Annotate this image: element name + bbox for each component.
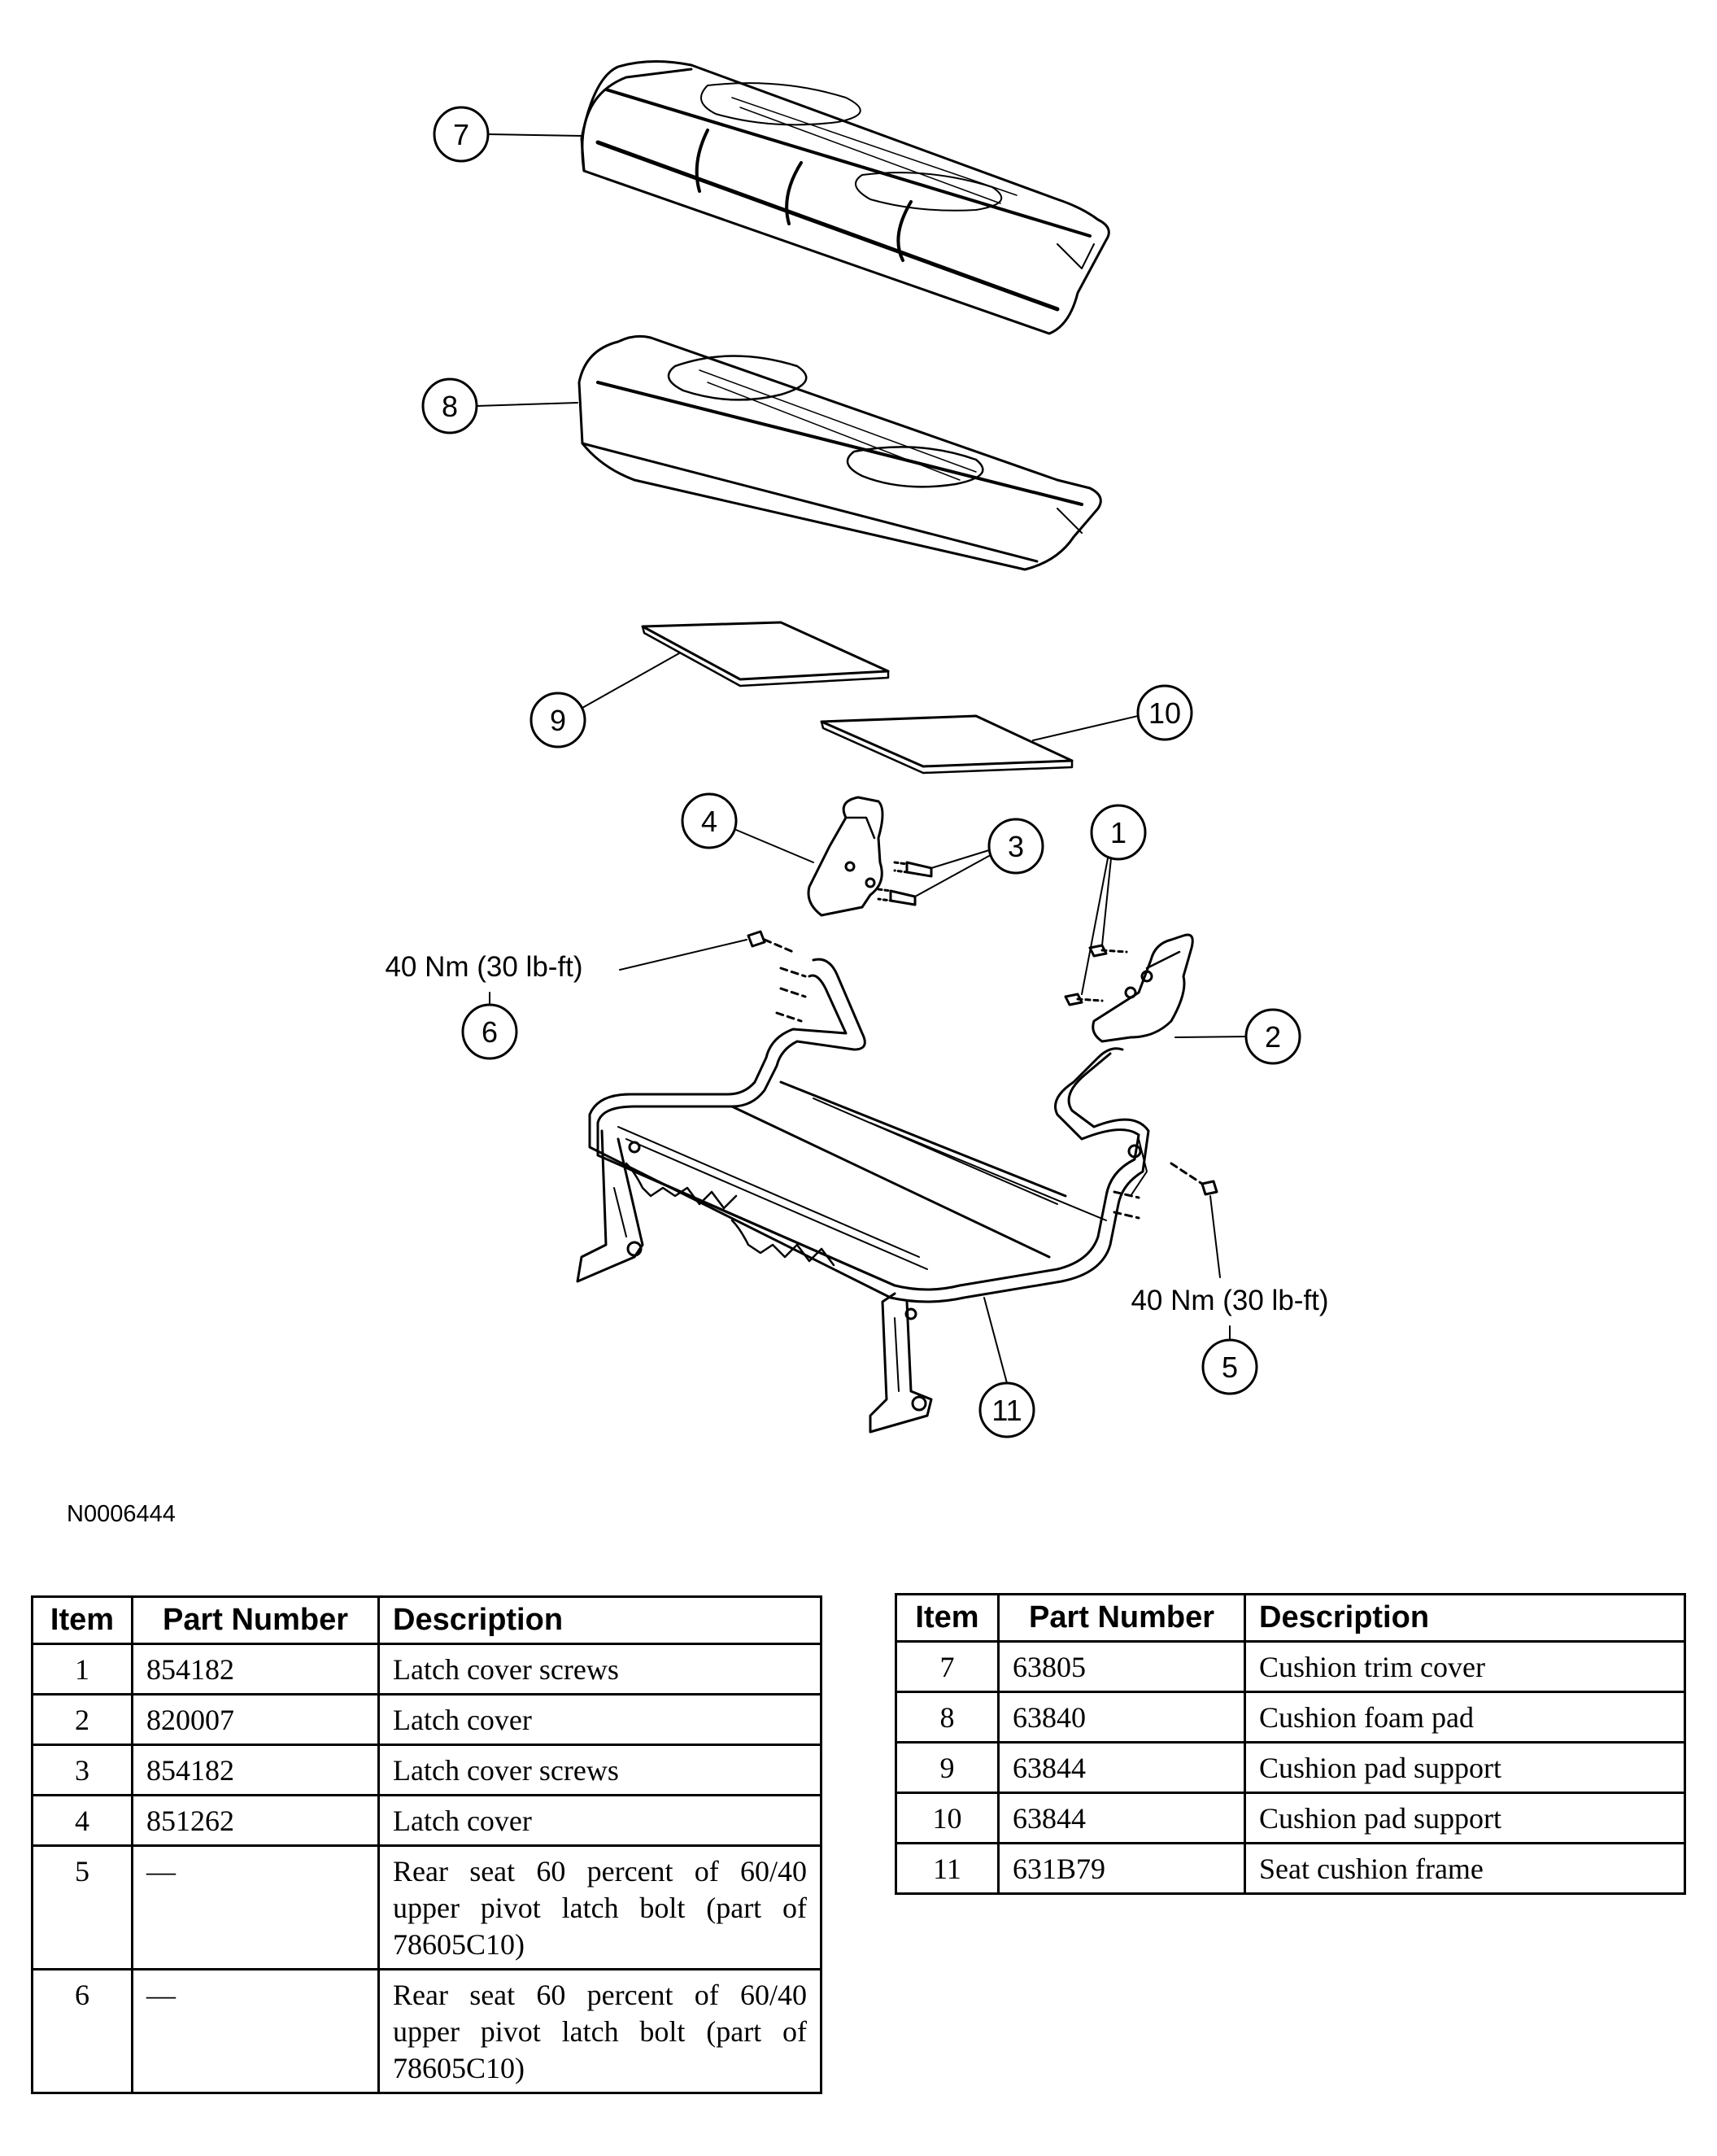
- table-row: 10 63844 Cushion pad support: [895, 1792, 1686, 1844]
- cell-item: 7: [895, 1640, 1000, 1693]
- callout-11: [978, 1297, 1035, 1438]
- exploded-view-diagram: 7 8 9 10 4 3 1 2 6 5 11 40 Nm (30 lb-ft)…: [385, 60, 1329, 1438]
- callout-4: [681, 792, 814, 863]
- seat-cushion-frame-drawing: [576, 958, 1150, 1434]
- cushion-pad-support-left-drawing: [641, 621, 890, 687]
- table-row: 7 63805 Cushion trim cover: [895, 1640, 1686, 1693]
- figure-id: N0006444: [67, 1501, 176, 1527]
- cell-item: 6: [31, 1968, 133, 2094]
- cell-item: 9: [895, 1741, 1000, 1794]
- callout-10-label: 10: [1148, 696, 1181, 730]
- callout-3-label: 3: [1008, 830, 1024, 863]
- callout-7: [433, 106, 582, 163]
- callout-6: [461, 939, 747, 1060]
- cell-item: 1: [31, 1643, 133, 1696]
- cell-item: 4: [31, 1794, 133, 1847]
- latch-cover-screws-right-drawing: [1064, 944, 1128, 1006]
- callout-7-label: 7: [453, 118, 469, 151]
- cell-item: 10: [895, 1792, 1000, 1844]
- cell-part-number: 854182: [131, 1744, 380, 1796]
- cell-item: 8: [895, 1691, 1000, 1744]
- torque-spec-right: 40 Nm (30 lb-ft): [1131, 1285, 1328, 1316]
- column-header-item: Item: [31, 1595, 133, 1645]
- cell-description: Latch cover screws: [377, 1643, 822, 1696]
- callout-2-label: 2: [1265, 1020, 1281, 1054]
- callout-6-label: 6: [482, 1015, 498, 1049]
- cell-part-number: 63840: [997, 1691, 1246, 1744]
- table-row: 8 63840 Cushion foam pad: [895, 1691, 1686, 1744]
- callout-8-label: 8: [442, 390, 458, 423]
- callout-8: [421, 378, 578, 434]
- cushion-foam-pad-drawing: [577, 334, 1102, 571]
- cell-description: Rear seat 60 percent of 60/40 upper pivo…: [377, 1968, 822, 2094]
- callout-2: [1174, 1008, 1301, 1065]
- cell-item: 11: [895, 1842, 1000, 1895]
- table-row: 4 851262 Latch cover: [31, 1794, 822, 1847]
- callout-3: [914, 818, 1044, 897]
- parts-table-left: Item Part Number Description 1 854182 La…: [31, 1595, 822, 2094]
- table-row: 1 854182 Latch cover screws: [31, 1643, 822, 1696]
- torque-spec-left: 40 Nm (30 lb-ft): [385, 951, 582, 983]
- cell-part-number: 820007: [131, 1693, 380, 1746]
- table-header-row: Item Part Number Description: [895, 1593, 1686, 1643]
- cell-description: Seat cushion frame: [1244, 1842, 1686, 1895]
- cell-part-number: 63844: [997, 1741, 1246, 1794]
- pivot-latch-bolt-left-drawing: [747, 930, 807, 1023]
- cell-description: Cushion trim cover: [1244, 1640, 1686, 1693]
- cell-description: Rear seat 60 percent of 60/40 upper pivo…: [377, 1844, 822, 1971]
- cell-item: 5: [31, 1844, 133, 1971]
- cell-part-number: 631B79: [997, 1842, 1246, 1895]
- callout-4-label: 4: [701, 805, 717, 838]
- cell-part-number: —: [131, 1844, 380, 1971]
- table-row: 5 — Rear seat 60 percent of 60/40 upper …: [31, 1844, 822, 1971]
- latch-cover-right-drawing: [1092, 933, 1194, 1043]
- column-header-part-number: Part Number: [131, 1595, 380, 1645]
- cell-description: Latch cover screws: [377, 1744, 822, 1796]
- column-header-part-number: Part Number: [997, 1593, 1246, 1643]
- table-row: 3 854182 Latch cover screws: [31, 1744, 822, 1796]
- cell-description: Cushion pad support: [1244, 1792, 1686, 1844]
- cell-part-number: —: [131, 1968, 380, 2094]
- parts-table-right: Item Part Number Description 7 63805 Cus…: [895, 1593, 1686, 1895]
- cell-description: Cushion pad support: [1244, 1741, 1686, 1794]
- callout-5: [1201, 1195, 1258, 1395]
- latch-cover-left-drawing: [807, 796, 884, 917]
- table-row: 11 631B79 Seat cushion frame: [895, 1842, 1686, 1895]
- column-header-description: Description: [377, 1595, 822, 1645]
- pivot-latch-bolt-right-drawing: [1113, 1162, 1218, 1220]
- cell-description: Latch cover: [377, 1794, 822, 1847]
- cell-item: 3: [31, 1744, 133, 1796]
- cell-part-number: 854182: [131, 1643, 380, 1696]
- callout-11-label: 11: [991, 1394, 1022, 1427]
- column-header-description: Description: [1244, 1593, 1686, 1643]
- callout-5-label: 5: [1222, 1351, 1238, 1384]
- cushion-pad-support-right-drawing: [820, 714, 1074, 775]
- column-header-item: Item: [895, 1593, 1000, 1643]
- callout-9-label: 9: [550, 704, 566, 737]
- cell-part-number: 851262: [131, 1794, 380, 1847]
- cell-description: Cushion foam pad: [1244, 1691, 1686, 1744]
- table-row: 2 820007 Latch cover: [31, 1693, 822, 1746]
- table-row: 9 63844 Cushion pad support: [895, 1741, 1686, 1794]
- latch-cover-screws-left-drawing: [877, 861, 933, 906]
- cushion-trim-cover-drawing: [580, 60, 1110, 335]
- table-row: 6 — Rear seat 60 percent of 60/40 upper …: [31, 1968, 822, 2094]
- cell-part-number: 63844: [997, 1792, 1246, 1844]
- cell-part-number: 63805: [997, 1640, 1246, 1693]
- callout-10: [1032, 684, 1193, 741]
- table-header-row: Item Part Number Description: [31, 1595, 822, 1645]
- cell-description: Latch cover: [377, 1693, 822, 1746]
- cell-item: 2: [31, 1693, 133, 1746]
- callout-1: [1081, 804, 1147, 995]
- callout-1-label: 1: [1110, 816, 1127, 849]
- callout-9: [529, 652, 680, 748]
